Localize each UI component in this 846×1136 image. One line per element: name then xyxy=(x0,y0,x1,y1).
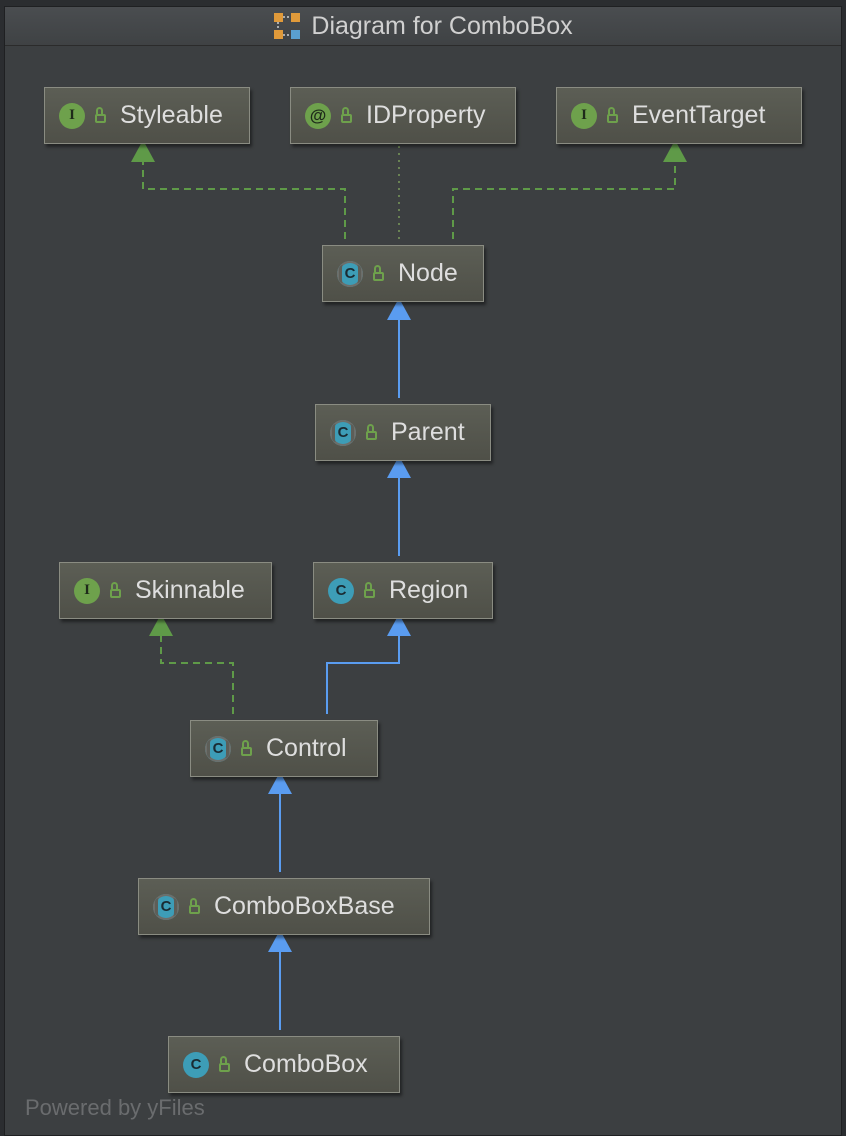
node-label: ComboBox xyxy=(244,1050,368,1078)
node-label: Node xyxy=(398,259,458,287)
node-label: Region xyxy=(389,576,469,604)
interface-icon: I xyxy=(74,577,100,604)
interface-icon: I xyxy=(59,102,85,129)
arrowhead xyxy=(268,930,292,952)
node-comboboxbase[interactable]: C ComboBoxBase xyxy=(138,878,430,935)
kind-glyph: C xyxy=(335,582,347,599)
class-icon: C xyxy=(183,1051,209,1078)
node-combobox[interactable]: C ComboBox xyxy=(168,1036,400,1093)
node-label: Parent xyxy=(391,418,465,446)
node-label: Skinnable xyxy=(135,576,245,604)
annotation-icon: @ xyxy=(305,102,331,129)
arrowhead xyxy=(663,140,687,162)
kind-glyph: C xyxy=(344,265,356,282)
edge-control-to-skinnable xyxy=(149,614,234,714)
public-lock-icon xyxy=(241,740,252,756)
node-label: IDProperty xyxy=(366,101,486,129)
edge-node-to-styleable xyxy=(131,140,346,239)
node-label: Styleable xyxy=(120,101,223,129)
edge-combobox-to-comboboxbase xyxy=(268,930,292,1030)
edge-region-to-parent xyxy=(387,456,411,556)
kind-glyph: C xyxy=(212,740,224,757)
public-lock-icon xyxy=(366,424,377,440)
abstract-class-icon: C xyxy=(153,893,179,920)
node-label: Control xyxy=(266,734,347,762)
public-lock-icon xyxy=(373,265,384,281)
window-titlebar: Diagram for ComboBox xyxy=(5,7,841,46)
kind-glyph: @ xyxy=(309,105,327,125)
arrowhead xyxy=(268,772,292,794)
node-region[interactable]: C Region xyxy=(313,562,493,619)
public-lock-icon xyxy=(607,107,618,123)
edge-parent-to-node xyxy=(387,298,411,398)
node-parent[interactable]: C Parent xyxy=(315,404,491,461)
node-eventtarget[interactable]: I EventTarget xyxy=(556,87,802,144)
node-skinnable[interactable]: I Skinnable xyxy=(59,562,272,619)
watermark-text: Powered by yFiles xyxy=(25,1095,205,1120)
window-title: Diagram for ComboBox xyxy=(311,11,573,40)
kind-glyph: I xyxy=(581,107,587,123)
arrowhead xyxy=(387,298,411,320)
node-label: ComboBoxBase xyxy=(214,892,395,920)
interface-icon: I xyxy=(571,102,597,129)
node-styleable[interactable]: I Styleable xyxy=(44,87,250,144)
kind-glyph: C xyxy=(337,424,349,441)
class-icon: C xyxy=(328,577,354,604)
public-lock-icon xyxy=(95,107,106,123)
node-node[interactable]: C Node xyxy=(322,245,484,302)
node-label: EventTarget xyxy=(632,101,766,129)
edge-comboboxbase-to-control xyxy=(268,772,292,872)
kind-glyph: C xyxy=(190,1056,202,1073)
kind-glyph: I xyxy=(84,582,90,598)
public-lock-icon xyxy=(219,1056,230,1072)
abstract-class-icon: C xyxy=(205,735,231,762)
diagram-icon xyxy=(273,12,301,40)
node-control[interactable]: C Control xyxy=(190,720,378,777)
arrowhead xyxy=(149,614,173,636)
edge-control-to-region xyxy=(326,614,411,714)
kind-glyph: C xyxy=(160,898,172,915)
public-lock-icon xyxy=(189,898,200,914)
edge-node-to-eventtarget xyxy=(452,140,687,239)
public-lock-icon xyxy=(364,582,375,598)
abstract-class-icon: C xyxy=(330,419,356,446)
public-lock-icon xyxy=(341,107,352,123)
public-lock-icon xyxy=(110,582,121,598)
node-idproperty[interactable]: @ IDProperty xyxy=(290,87,516,144)
arrowhead xyxy=(387,456,411,478)
abstract-class-icon: C xyxy=(337,260,363,287)
kind-glyph: I xyxy=(69,107,75,123)
arrowhead xyxy=(131,140,155,162)
arrowhead xyxy=(387,614,411,636)
